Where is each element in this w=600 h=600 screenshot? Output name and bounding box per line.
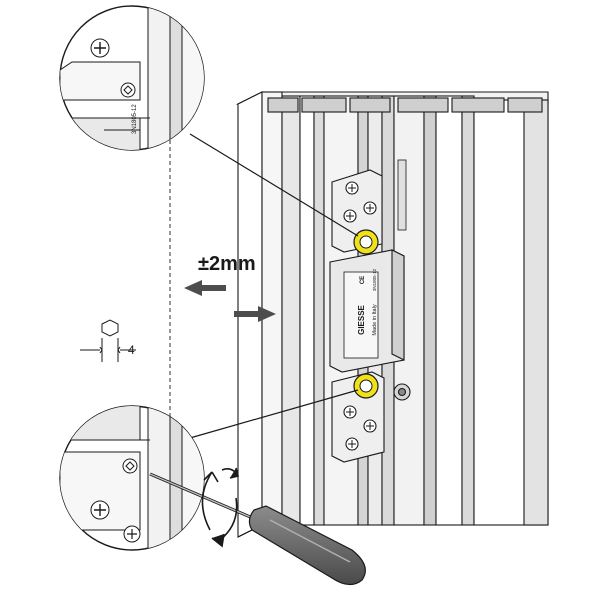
- hinge-origin: Made in Italy: [372, 304, 378, 335]
- hinge-brand: GIESSE: [357, 304, 366, 334]
- hex-key-size-value: 4: [128, 343, 135, 357]
- detail-circle-top: 3N1805-12: [59, 5, 205, 151]
- leader-line-top: [189, 133, 359, 237]
- hex-screw-icon: [122, 458, 138, 474]
- screwdriver-icon: [149, 472, 366, 586]
- leader-line-bottom: [189, 389, 359, 439]
- rotation-arrows: [201, 467, 239, 548]
- screw-icon: [343, 181, 377, 223]
- arrow-down-icon: [211, 533, 225, 548]
- adjustment-screw-bottom: [353, 373, 379, 399]
- hinge-ce-mark: CE: [360, 276, 366, 284]
- arrow-right-icon: [234, 306, 276, 322]
- hinge-marking: GIESSE Made in Italy CE 3N1805-12: [357, 268, 378, 335]
- screw-icon: [343, 405, 377, 451]
- hex-screw-icon: [120, 82, 136, 98]
- hinge-code: 3N1805-12: [372, 268, 377, 291]
- screw-icon: [123, 525, 141, 543]
- adjustment-screw-top: [353, 229, 379, 255]
- arrow-left-icon: [184, 280, 226, 296]
- screw-icon: [90, 38, 110, 58]
- hinge-code-zoom: 3N1805-12: [132, 104, 138, 134]
- screw-icon: [90, 500, 110, 520]
- arrow-up-icon: [203, 471, 219, 483]
- detail-circle-bottom: [59, 405, 205, 551]
- adjustment-arrows: [184, 280, 276, 322]
- adjustment-range-label: ±2mm: [198, 253, 256, 275]
- hex-key-size-symbol: [80, 319, 136, 362]
- screwdriver-handle: [248, 505, 366, 586]
